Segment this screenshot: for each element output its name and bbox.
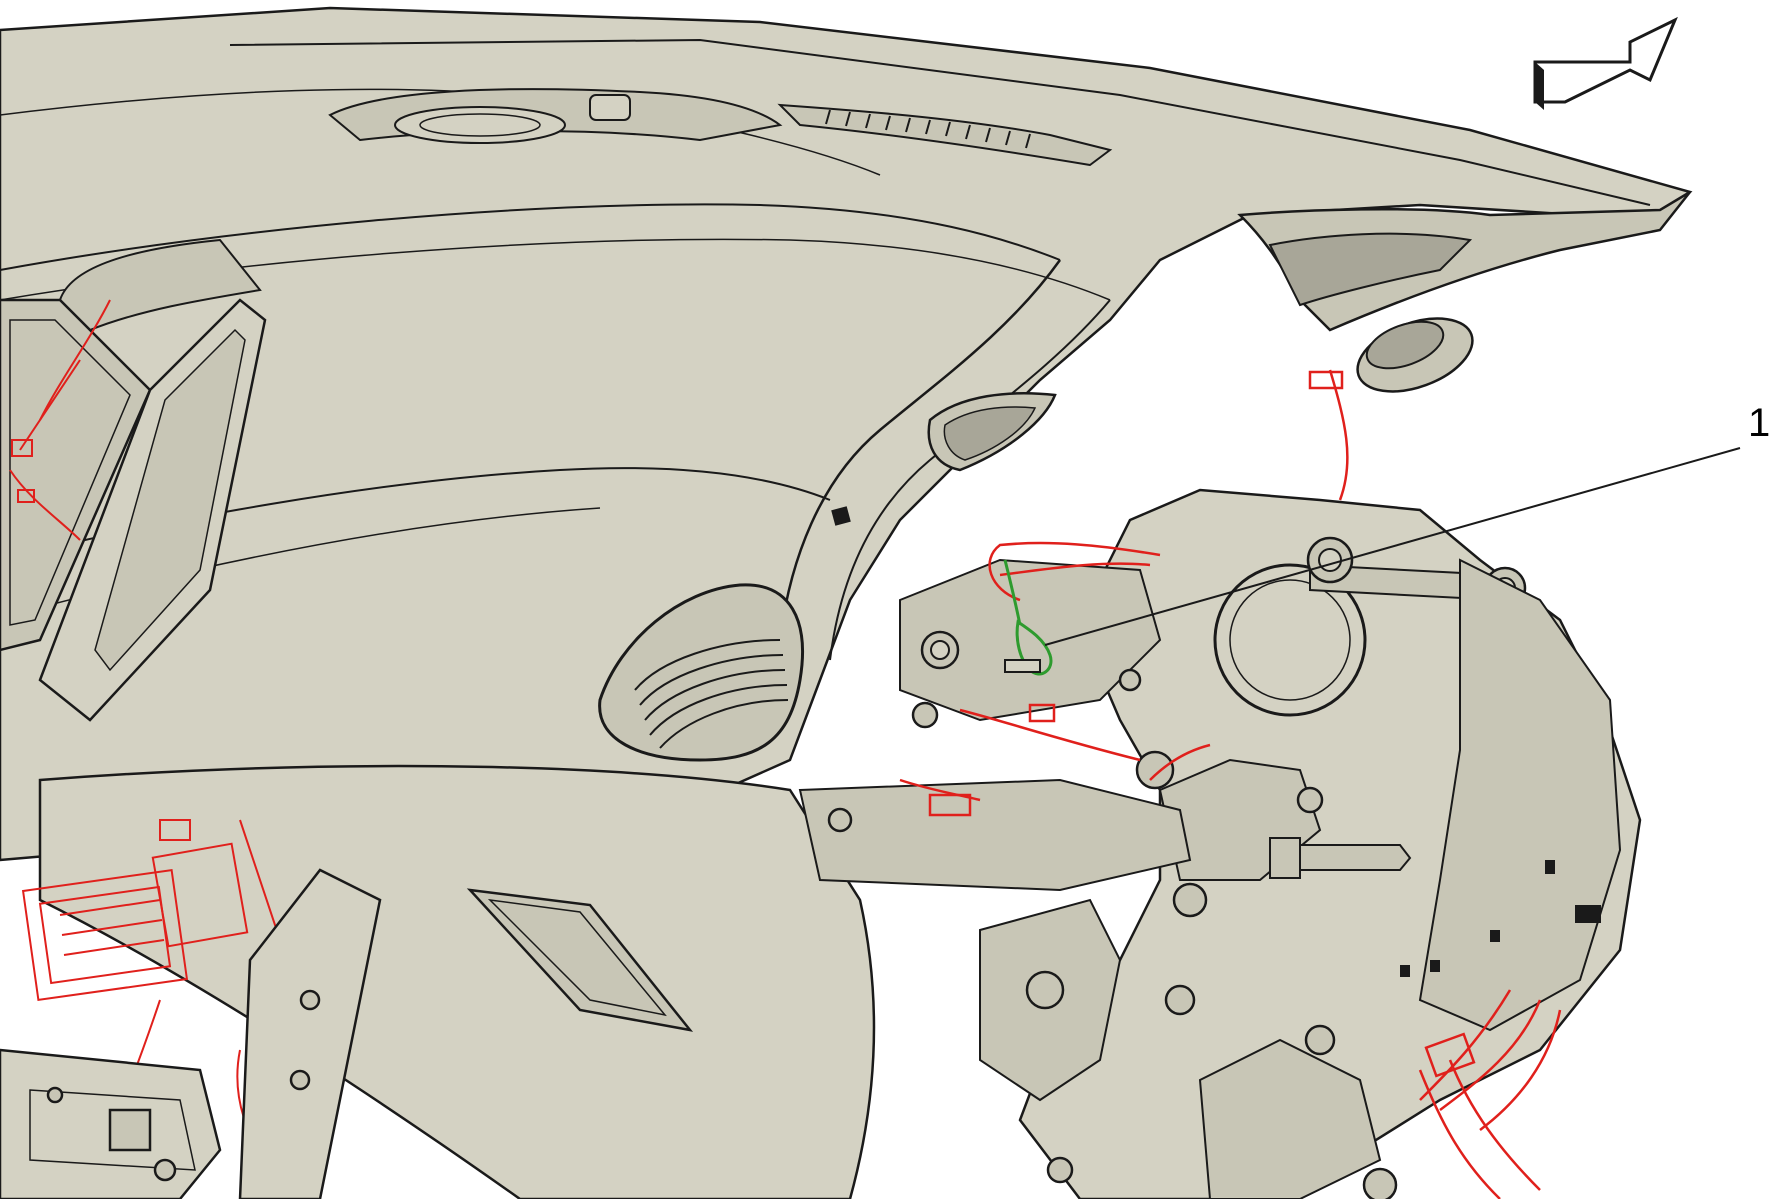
forward-arrow-icon (1533, 16, 1678, 110)
bracket-hole-4 (1164, 984, 1196, 1016)
speaker-grille (394, 106, 566, 144)
callout-1: 1 (1044, 401, 1770, 646)
cluster-hood (58, 238, 262, 332)
cluster-frame-window (94, 328, 246, 672)
glovebox-handle (466, 888, 694, 1032)
lower-column-bracket (1198, 1038, 1382, 1199)
small-sensor-tab (831, 506, 851, 526)
speaker-grille-inner (419, 113, 541, 137)
harness-upper-connector (1308, 370, 1344, 390)
lower-bolt-2 (1046, 1156, 1074, 1184)
wiring-harness (899, 369, 1562, 1199)
harness-connector-1 (1028, 703, 1056, 723)
centre-stack-edge-2 (829, 299, 1111, 661)
centre-air-vent-inner (943, 406, 1037, 461)
brace-bolt-3 (827, 807, 853, 833)
instrument-panel (0, 6, 1693, 1199)
centre-stack-edge (778, 259, 1062, 641)
side-window-defog (1268, 232, 1473, 307)
right-console-module (1418, 558, 1622, 1032)
ground-stud (1004, 659, 1041, 673)
beam-lower-brace (798, 778, 1192, 892)
brace-bolt-1-inner (930, 640, 950, 660)
highlighted-strap-tail (1003, 559, 1022, 626)
passenger-air-vent (598, 583, 804, 762)
bracket-hole-1 (1135, 750, 1175, 790)
dash-top-surface (0, 6, 1693, 862)
harness-mid-run-2 (999, 562, 1151, 577)
brace-bolt-4 (1118, 668, 1142, 692)
harness-lower-run (899, 708, 1141, 802)
bracket-hole-2 (1172, 882, 1208, 918)
steering-column-opening (1213, 563, 1367, 717)
left-side-components (0, 298, 382, 1199)
harness-upper-run (1328, 369, 1349, 501)
harness-loop (1149, 743, 1211, 781)
lower-left-bracket (0, 868, 382, 1199)
passenger-vent-louvres (634, 639, 789, 749)
console-connector-slots (1400, 860, 1601, 977)
dash-top-crease (229, 38, 1651, 206)
lower-bolt (1362, 1167, 1398, 1199)
column-mount-bushing-inner (1318, 548, 1342, 572)
steering-column-opening-ring (1229, 579, 1351, 701)
cluster-bezel-inner (9, 319, 131, 626)
side-vent-round-inner (1365, 320, 1445, 370)
bracket-hole-5 (1304, 1024, 1336, 1056)
column-stud-hex (1269, 837, 1301, 879)
brace-bolt-2 (911, 701, 939, 729)
harness-right-bundle (1419, 989, 1562, 1131)
dash-hood-curve (0, 203, 1061, 271)
harness-mid-run (988, 541, 1161, 602)
knee-bolt (1025, 970, 1065, 1010)
cluster-bezel (0, 298, 152, 652)
highlighted-ground-strap (1015, 619, 1053, 676)
cross-car-beam-assembly (798, 190, 1691, 1199)
sunload-sensor (589, 94, 631, 121)
bracket-hole-3 (1296, 786, 1324, 814)
side-defroster-slot (777, 103, 1113, 167)
callout-1-label: 1 (1748, 401, 1770, 445)
harness-right-bundle-2 (1418, 1059, 1541, 1199)
column-stud (1289, 844, 1412, 871)
glovebox-handle-recess (487, 898, 667, 1017)
side-defroster-louvres (825, 109, 1031, 149)
harness-connector-2 (928, 793, 972, 817)
callout-1-leader (1044, 447, 1741, 646)
harness-connector-3 (1424, 1032, 1476, 1078)
highlighted-component (1003, 559, 1053, 676)
